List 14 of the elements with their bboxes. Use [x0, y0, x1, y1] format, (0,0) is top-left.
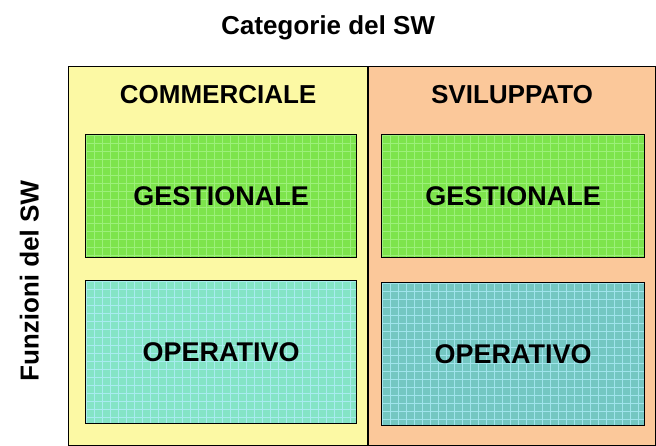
box-label: GESTIONALE — [425, 180, 601, 212]
column-panel — [368, 66, 656, 446]
category-box — [85, 134, 357, 258]
box-label: GESTIONALE — [133, 180, 309, 212]
category-box — [381, 282, 645, 426]
column-heading: COMMERCIALE — [118, 79, 318, 110]
box-label: OPERATIVO — [142, 336, 300, 368]
axis-title: Categorie del SW — [220, 10, 436, 41]
box-label: OPERATIVO — [434, 338, 592, 370]
category-box — [85, 280, 357, 424]
column-panel — [68, 66, 368, 446]
category-box — [381, 134, 645, 258]
axis-title: Funzioni del SW — [14, 179, 46, 383]
column-heading: SVILUPPATO — [430, 79, 594, 110]
